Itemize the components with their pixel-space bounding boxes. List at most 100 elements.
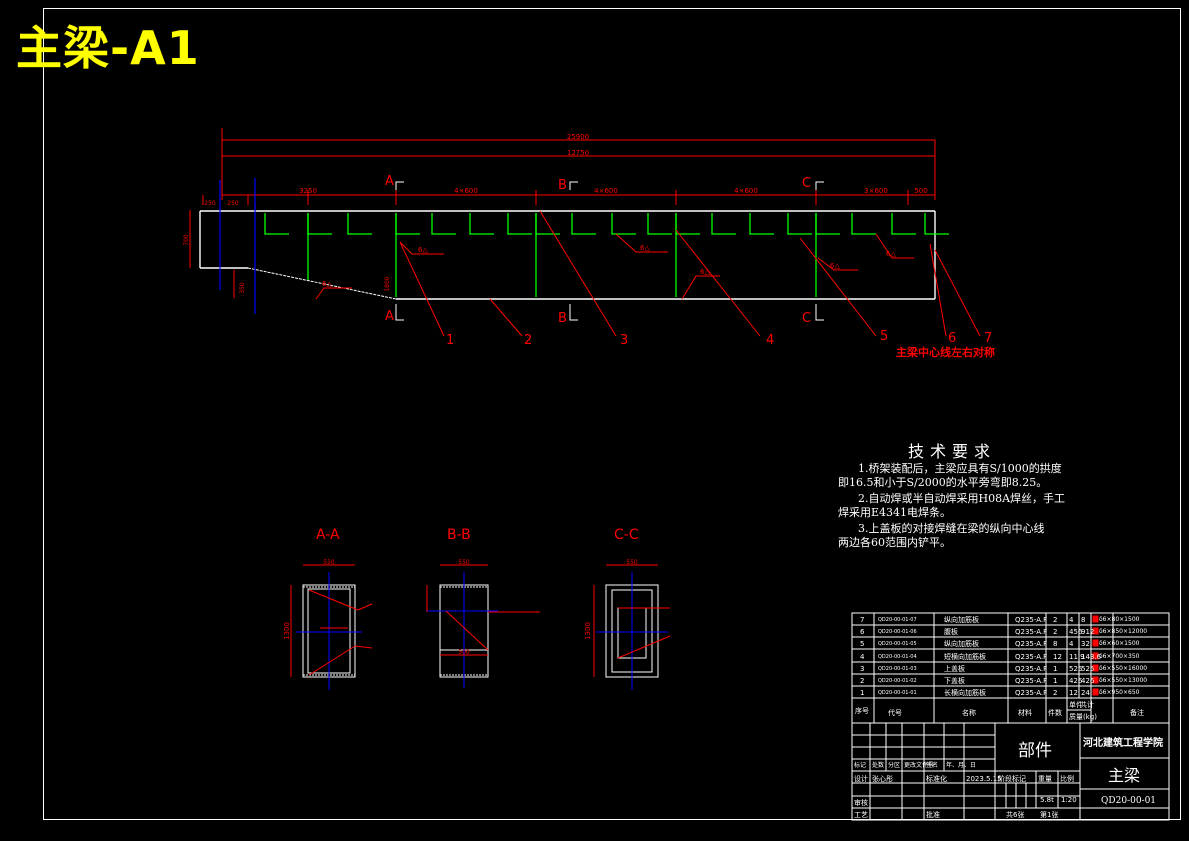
stiffener-short bbox=[431, 213, 456, 235]
bom-cell-total: 8 bbox=[1081, 616, 1086, 624]
section-aa-height: 1300 bbox=[283, 622, 291, 640]
part-callout: 7 bbox=[984, 331, 992, 346]
revision-label: 年、月、日 bbox=[946, 762, 977, 769]
title-block-grid bbox=[851, 722, 1170, 821]
section-aa-width: 550 bbox=[323, 559, 335, 566]
bom-cell-total: 143.6 bbox=[1081, 653, 1102, 661]
section-bb-dims bbox=[426, 564, 540, 656]
bom-cell-name: 纵向加筋板 bbox=[944, 640, 979, 648]
bom-h-qty: 件数 bbox=[1048, 709, 1062, 717]
tb-weight-label: 重量 bbox=[1038, 775, 1052, 783]
stiffener-short bbox=[347, 213, 372, 235]
bom-cell-material: Q235-A.F bbox=[1015, 689, 1048, 697]
sec-a-bot: A bbox=[385, 309, 394, 324]
section-bb-label: B-B bbox=[447, 527, 471, 543]
bom-cell-qty: 12 bbox=[1053, 653, 1062, 661]
bom-cell-name: 长横向加筋板 bbox=[944, 689, 986, 697]
tech-line-6: 两边各60范围内铲平。 bbox=[838, 536, 951, 549]
tb-sheets: 共6张 bbox=[1006, 811, 1025, 819]
bom-cell-code: QD20-00-01-06 bbox=[878, 629, 917, 635]
bom-cell-name: 上盖板 bbox=[944, 665, 965, 673]
bom-cell-material: Q235-A.F bbox=[1015, 653, 1048, 661]
bom-cell-name: 下盖板 bbox=[944, 677, 965, 685]
stiffener-short bbox=[571, 213, 596, 235]
bom-cell-code: QD20-00-01-05 bbox=[878, 641, 917, 647]
drawing-frame bbox=[43, 8, 1181, 820]
bom-cell-code: QD20-00-01-01 bbox=[878, 690, 917, 696]
part-callout: 6 bbox=[948, 331, 956, 346]
bom-cell-material: Q235-A.F bbox=[1015, 677, 1048, 685]
section-bb-width: 550 bbox=[458, 559, 470, 566]
dim-overall-second: 12750 bbox=[567, 149, 589, 157]
tb-design-name: 张心彤 bbox=[872, 775, 893, 783]
stiffener-short bbox=[749, 213, 774, 235]
bom-cell-no: 7 bbox=[860, 616, 865, 624]
stiffeners bbox=[264, 213, 949, 297]
bom-cell-qty: 2 bbox=[1053, 689, 1058, 697]
bom-cell-total: 32 bbox=[1081, 640, 1090, 648]
part-callout: 1 bbox=[446, 333, 454, 348]
bom-cell-total: 426 bbox=[1081, 677, 1095, 685]
dim-h1: 1800 bbox=[384, 276, 391, 291]
weld-symbol: 6△ bbox=[418, 246, 428, 254]
sec-c-top: C bbox=[802, 176, 811, 191]
dim-overall-top: 25900 bbox=[567, 133, 589, 141]
bom-cell-unit: 12 bbox=[1069, 689, 1078, 697]
section-cc-dims bbox=[593, 564, 671, 677]
bom-cell-note: δ6×550×13000 bbox=[1099, 677, 1148, 684]
tb-design: 设计 bbox=[854, 775, 868, 783]
dim-3250: 3250 bbox=[299, 187, 317, 195]
bom-cell-note: δ6×850×12000 bbox=[1099, 628, 1148, 635]
bom-note-marks bbox=[1092, 615, 1099, 696]
tb-stage-label: 阶段标记 bbox=[998, 775, 1026, 783]
stiffener-short bbox=[611, 213, 636, 235]
tb-sheet: 第1张 bbox=[1040, 811, 1059, 819]
bom-cell-no: 1 bbox=[860, 689, 865, 697]
tb-date: 2023.5.15 bbox=[966, 775, 1002, 783]
bom-cell-no: 3 bbox=[860, 665, 865, 673]
tb-drawing-no: QD20-00-01 bbox=[1101, 796, 1157, 806]
bom-h-total: 共计 bbox=[1080, 701, 1094, 709]
revision-label: 签名 bbox=[926, 762, 939, 769]
bom-cell-name: 腹板 bbox=[944, 628, 958, 636]
dim-350: 350 bbox=[239, 282, 246, 294]
dim-4x600-3: 4×600 bbox=[734, 187, 758, 195]
bom-cell-qty: 8 bbox=[1053, 640, 1058, 648]
tech-line-4: 焊采用E4341电焊条。 bbox=[838, 506, 952, 519]
bom-cell-material: Q235-A.F bbox=[1015, 616, 1048, 624]
dim-height-left: 700 bbox=[183, 234, 190, 246]
section-cc-width: 550 bbox=[626, 559, 638, 566]
tb-scale-label: 比例 bbox=[1060, 775, 1074, 783]
bom-cell-unit: 11.9 bbox=[1069, 653, 1085, 661]
sec-b-top: B bbox=[558, 178, 567, 193]
dim-4x600-2: 4×600 bbox=[594, 187, 618, 195]
bom-cell-note: δ6×700×350 bbox=[1099, 653, 1140, 660]
bom-cell-unit: 4 bbox=[1069, 640, 1074, 648]
revision-label: 更改文件号 bbox=[904, 762, 935, 769]
section-bb-height: 500 bbox=[458, 649, 470, 656]
section-cc-height: 1300 bbox=[584, 622, 592, 640]
tech-line-2: 即16.5和小于S/2000的水平旁弯即8.25。 bbox=[838, 476, 1048, 489]
bom-h-weight: 质量(kg) bbox=[1069, 713, 1097, 721]
stiffener-short bbox=[924, 213, 949, 235]
bom-cell-code: QD20-00-01-02 bbox=[878, 678, 917, 684]
tb-craft: 工艺 bbox=[854, 811, 868, 819]
dim-500: 500 bbox=[914, 187, 927, 195]
tb-approve: 批准 bbox=[926, 811, 940, 819]
part-callout: 5 bbox=[880, 329, 888, 344]
overall-dimensions bbox=[189, 128, 936, 298]
tb-school: 河北建筑工程学院 bbox=[1083, 738, 1163, 749]
bom-cell-no: 5 bbox=[860, 640, 865, 648]
bom-h-name: 名称 bbox=[962, 709, 976, 717]
bom-cell-note: δ6×550×16000 bbox=[1099, 665, 1148, 672]
revision-label: 标记 bbox=[854, 762, 867, 769]
part-callout: 3 bbox=[620, 333, 628, 348]
weld-symbol: 6△ bbox=[830, 262, 840, 270]
weld-symbol: 6△ bbox=[322, 280, 332, 288]
centerlines bbox=[219, 178, 256, 314]
tb-std: 标准化 bbox=[926, 775, 947, 783]
tb-weight: 5.8t bbox=[1040, 796, 1054, 804]
bom-cell-unit: 426 bbox=[1069, 677, 1083, 685]
bom-cell-qty: 1 bbox=[1053, 665, 1058, 673]
